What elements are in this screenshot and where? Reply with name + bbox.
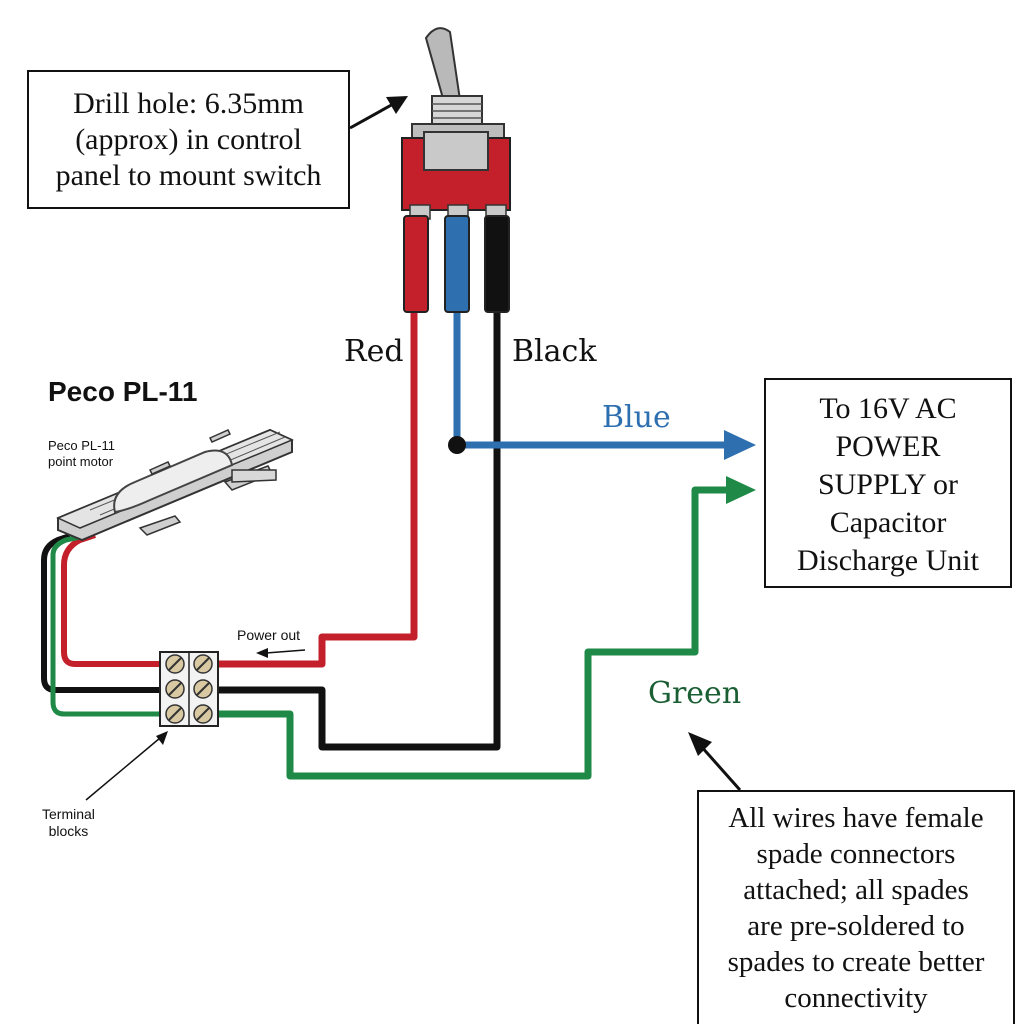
green-wire-motor-side — [50, 534, 165, 717]
supply-box-line: POWER — [835, 430, 941, 463]
connector-note-line: are pre-soldered to — [747, 910, 965, 942]
green-wire — [210, 486, 730, 780]
coil-housing — [113, 449, 234, 514]
connector-note-line: All wires have female — [728, 802, 984, 834]
terminal-blocks-label: Terminal blocks — [42, 806, 95, 840]
black-spade-sleeve — [484, 215, 510, 313]
drill-note-line: panel to mount switch — [55, 159, 322, 192]
supply-box-line: SUPPLY or — [817, 468, 959, 501]
switch-lever — [424, 27, 462, 104]
motor-title: Peco PL-11 — [48, 376, 198, 407]
red-wire-motor-side — [61, 532, 165, 667]
toggle-switch — [401, 27, 511, 313]
red-wire — [210, 310, 418, 668]
drill-note-arrow — [349, 101, 396, 130]
green-arrowhead — [726, 476, 756, 504]
red-spade-sleeve — [403, 215, 429, 313]
green-wire-label: Green — [648, 676, 742, 711]
drill-note-line: Drill hole: 6.35mm — [73, 87, 304, 120]
terminal-label-line: blocks — [48, 823, 89, 839]
motor-caption-line: point motor — [48, 454, 114, 469]
terminal-block — [159, 651, 219, 727]
power-out-label: Power out — [237, 627, 301, 643]
connector-note-box: All wires have female spade connectors a… — [697, 790, 1015, 1024]
supply-box-line: To 16V AC — [819, 392, 957, 425]
terminal-screw — [165, 654, 213, 724]
terminal-arrow — [85, 737, 161, 801]
blue-spade-sleeve — [444, 215, 470, 313]
connector-note-line: connectivity — [784, 982, 928, 1014]
blue-wire-label: Blue — [602, 400, 671, 435]
supply-box-line: Capacitor — [829, 506, 947, 539]
drill-note-box: Drill hole: 6.35mm (approx) in control p… — [27, 70, 350, 209]
connector-note-line: spade connectors — [756, 838, 956, 870]
point-motor — [56, 428, 294, 542]
motor-caption: Peco PL-11 point motor — [48, 438, 115, 470]
blue-arrowhead — [724, 430, 756, 460]
connector-note-arrow — [698, 744, 742, 791]
drill-note-line: (approx) in control — [75, 123, 302, 156]
connector-note-line: attached; all spades — [743, 874, 969, 906]
black-wire — [210, 310, 501, 751]
black-wire-label: Black — [512, 334, 597, 369]
power-supply-box: To 16V AC POWER SUPPLY or Capacitor Disc… — [764, 378, 1012, 588]
supply-box-line: Discharge Unit — [797, 544, 979, 577]
motor-caption-line: Peco PL-11 — [48, 438, 115, 453]
red-wire-label: Red — [344, 334, 404, 369]
terminal-label-line: Terminal — [42, 806, 95, 822]
junction-dot — [448, 436, 466, 454]
power-out-arrow — [265, 649, 306, 654]
connector-note-line: spades to create better — [727, 946, 985, 978]
